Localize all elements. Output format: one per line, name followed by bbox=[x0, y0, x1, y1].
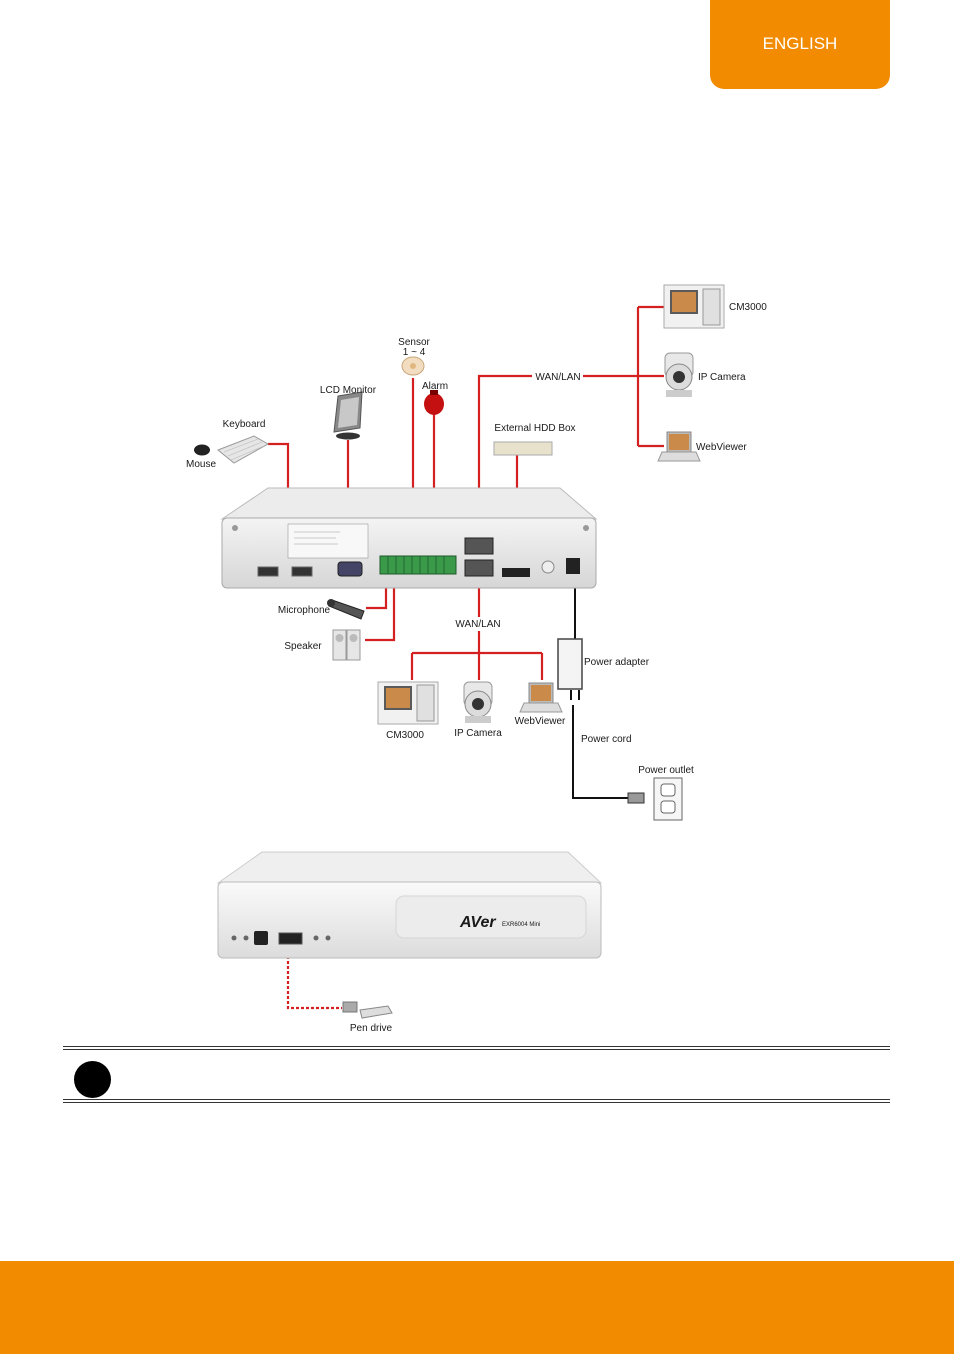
language-label: ENGLISH bbox=[762, 33, 838, 53]
sensor-label: Sensor bbox=[398, 337, 430, 348]
ip-camera-icon bbox=[664, 352, 694, 397]
brand-logo: AVer bbox=[459, 914, 496, 931]
language-tab[interactable]: ENGLISH bbox=[710, 0, 890, 89]
microphone-icon bbox=[327, 599, 365, 620]
webviewer-label-bottom: WebViewer bbox=[515, 716, 566, 727]
external-hdd-label: External HDD Box bbox=[494, 423, 575, 434]
note-top-rule bbox=[63, 1046, 890, 1047]
webviewer-laptop-icon bbox=[519, 682, 563, 713]
lcd-monitor-icon bbox=[333, 391, 363, 440]
sensor-icon bbox=[401, 356, 425, 376]
mouse-label: Mouse bbox=[186, 459, 216, 470]
note-bottom-rule bbox=[63, 1102, 890, 1103]
note-box bbox=[63, 1046, 890, 1104]
ip-camera-label-top: IP Camera bbox=[698, 372, 746, 383]
power-outlet-icon bbox=[653, 777, 683, 821]
cm3000-computer-icon bbox=[377, 681, 439, 725]
pen-drive-label: Pen drive bbox=[350, 1023, 393, 1034]
lcd-monitor-label: LCD Monitor bbox=[320, 385, 377, 396]
wan-lan-label-bottom: WAN/LAN bbox=[455, 619, 500, 630]
speaker-label: Speaker bbox=[284, 641, 322, 652]
webviewer-label-top: WebViewer bbox=[696, 442, 747, 453]
dvr-back-panel bbox=[220, 487, 598, 589]
power-adapter-label: Power adapter bbox=[584, 657, 650, 668]
cm3000-label-bottom: CM3000 bbox=[386, 730, 424, 741]
alarm-label: Alarm bbox=[422, 381, 448, 392]
keyboard-label: Keyboard bbox=[223, 419, 266, 430]
dvr-front-panel bbox=[216, 851, 603, 959]
note-bottom-rule bbox=[63, 1099, 890, 1100]
note-top-rule bbox=[63, 1049, 890, 1050]
ip-camera-icon bbox=[463, 681, 493, 723]
microphone-label: Microphone bbox=[278, 605, 331, 616]
power-adapter-icon bbox=[557, 638, 583, 690]
cm3000-label-top: CM3000 bbox=[729, 302, 767, 313]
model-label: EXR6004 Mini bbox=[502, 922, 540, 928]
power-outlet-label: Power outlet bbox=[638, 765, 694, 776]
external-hdd-icon bbox=[493, 441, 553, 456]
keyboard-icon bbox=[217, 435, 270, 464]
alarm-icon bbox=[424, 390, 444, 415]
power-plug-icon bbox=[627, 792, 645, 804]
pen-drive-icon bbox=[342, 1001, 393, 1019]
cm3000-computer-icon bbox=[663, 284, 725, 329]
note-icon bbox=[74, 1061, 111, 1098]
ip-camera-label-bottom: IP Camera bbox=[454, 728, 502, 739]
wan-lan-label-top: WAN/LAN bbox=[535, 372, 580, 383]
footer-bar bbox=[0, 1261, 954, 1354]
power-cord-label: Power cord bbox=[581, 734, 632, 745]
mouse-icon bbox=[194, 444, 210, 456]
webviewer-laptop-icon bbox=[657, 431, 701, 462]
sensor-range-label: 1 ~ 4 bbox=[403, 347, 426, 358]
speaker-icon bbox=[332, 629, 361, 661]
